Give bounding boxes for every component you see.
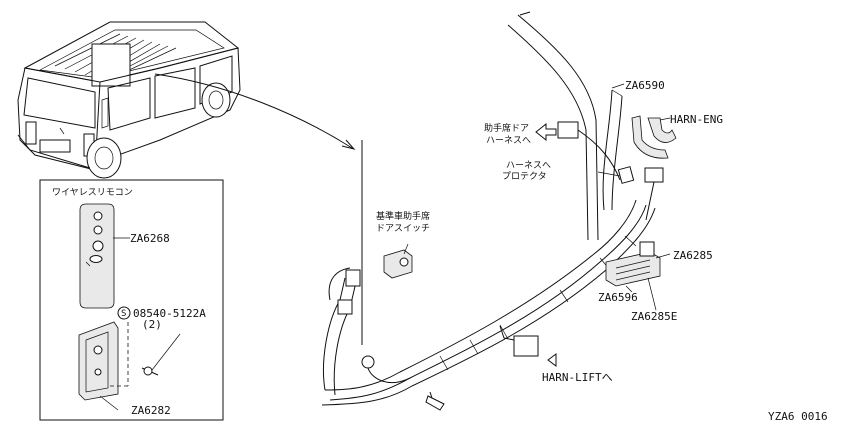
harness-assembly: [321, 11, 677, 411]
label-passenger-door-harness-1: 助手席ドア: [484, 122, 529, 134]
label-za6285: ZA6285: [673, 249, 713, 262]
label-za6268: ZA6268: [130, 232, 170, 245]
label-harn-lift: HARN-LIFTへ: [542, 371, 613, 384]
label-za6282: ZA6282: [131, 404, 171, 417]
label-ref-car-switch-2: ドアスイッチ: [376, 223, 430, 234]
wireless-remote-inset: [39, 179, 224, 421]
label-za6596: ZA6596: [598, 291, 638, 304]
diagram-id: YZA6 0016: [768, 410, 828, 423]
label-bolt-quantity: (2): [142, 318, 162, 331]
label-za6285e: ZA6285E: [631, 310, 677, 323]
label-bolt-part-number: 08540-5122A: [133, 307, 206, 320]
label-za6590: ZA6590: [625, 79, 665, 92]
detail-pointer-arrow: [154, 73, 353, 149]
vehicle-illustration: [17, 21, 241, 179]
label-harness-protector-2: プロテクタ: [502, 171, 547, 182]
label-passenger-door-harness-2: ハーネスへ: [486, 135, 531, 146]
bolt-symbol-letter: S: [121, 309, 126, 319]
label-harness-protector-1: ハーネスへ: [506, 160, 551, 171]
bolt-symbol-icon: [117, 306, 131, 320]
label-ref-car-switch-1: 基準車助手席: [376, 210, 430, 222]
label-wireless-remote: ワイヤレスリモコン: [52, 188, 133, 198]
label-harn-eng: HARN-ENG: [670, 113, 723, 126]
